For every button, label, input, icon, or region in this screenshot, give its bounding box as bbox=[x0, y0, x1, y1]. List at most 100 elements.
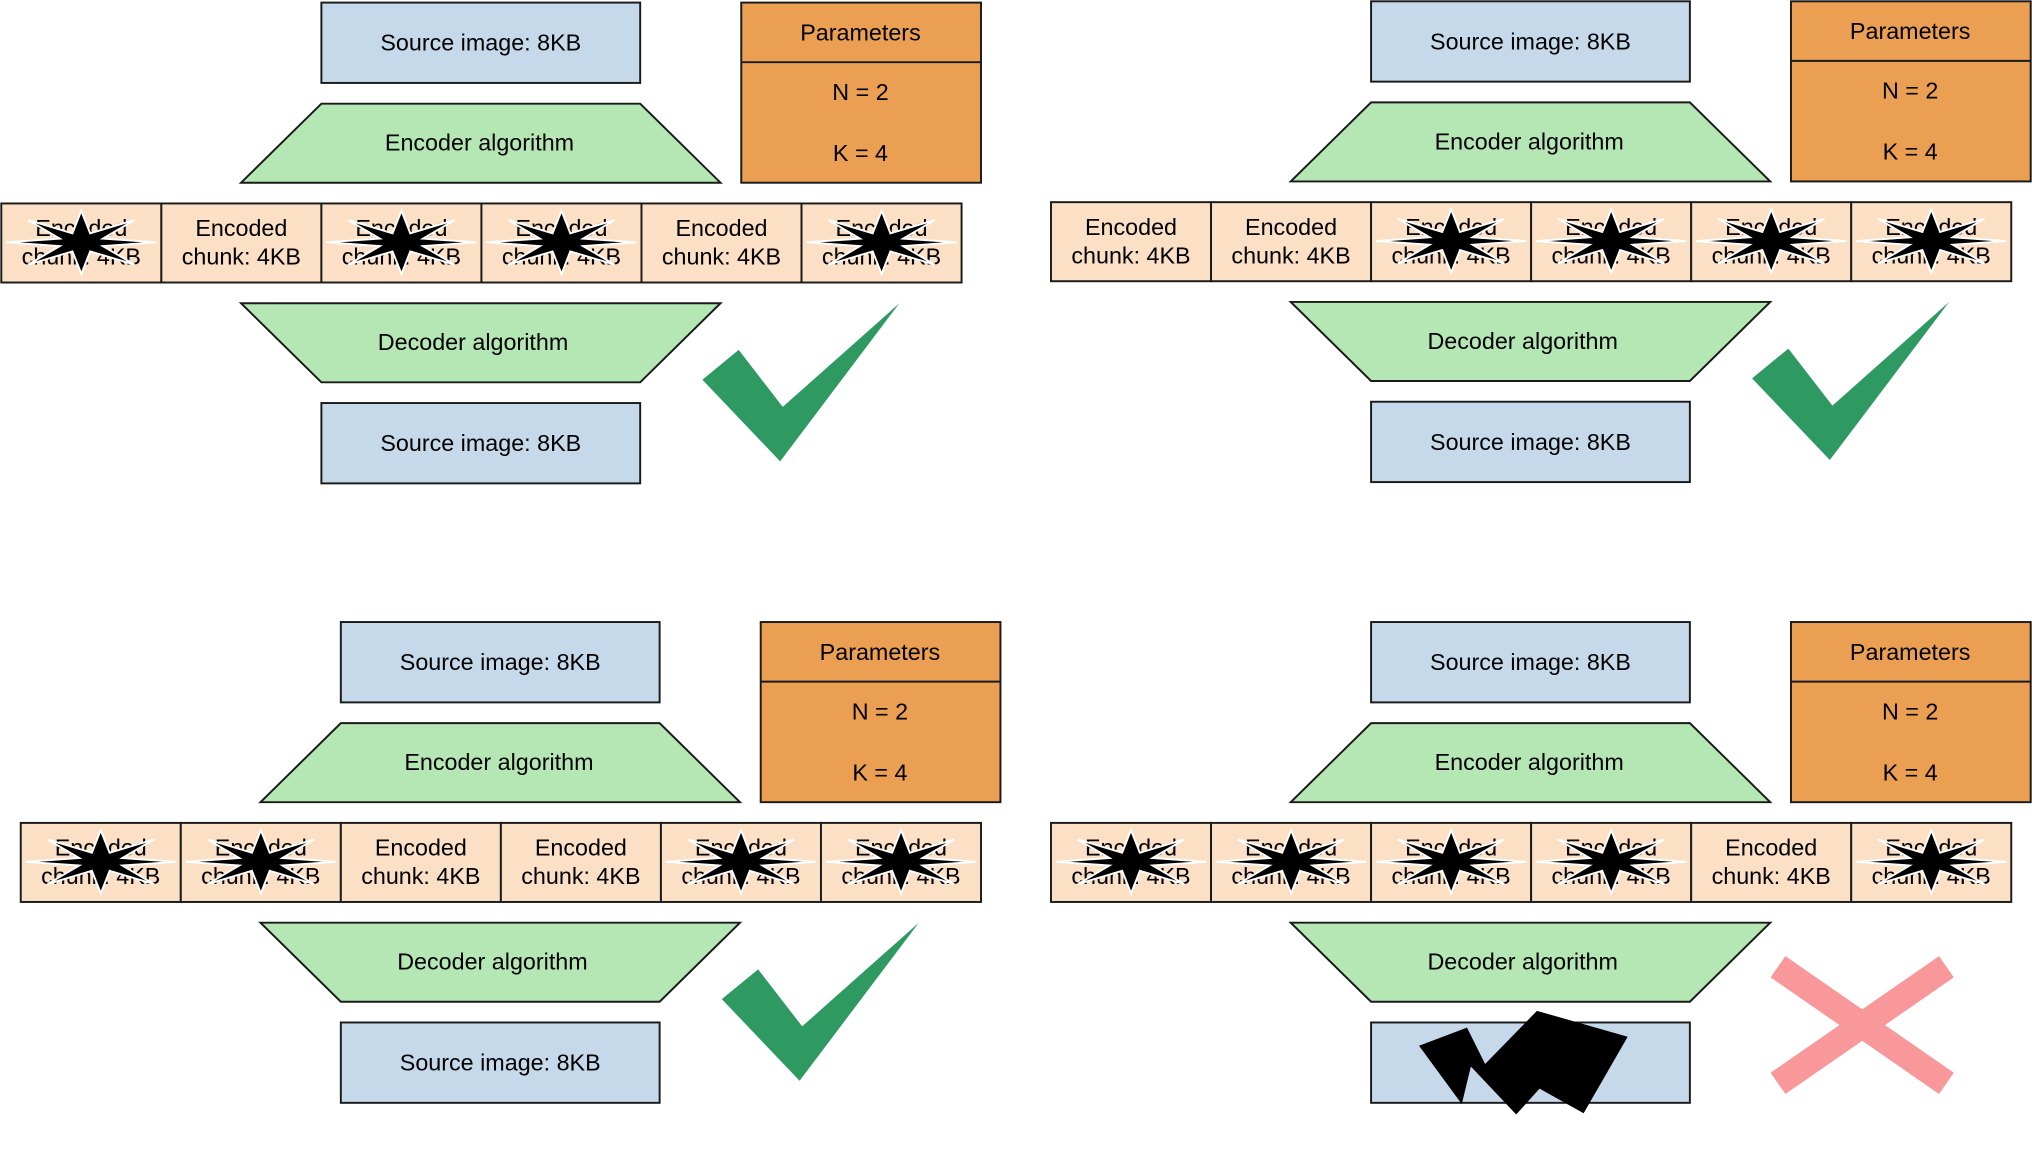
encoded-chunk: Encoded chunk: 4KB bbox=[160, 202, 323, 284]
checkmark-icon bbox=[702, 303, 900, 462]
chunk-label-line2: chunk: 4KB bbox=[1071, 242, 1190, 268]
chunk-label-line2: chunk: 4KB bbox=[361, 863, 480, 889]
encoder-label: Encoder algorithm bbox=[385, 130, 574, 156]
source-image-box bbox=[339, 621, 661, 704]
parameter-k: K = 4 bbox=[1883, 759, 1938, 785]
chunk-box bbox=[160, 202, 323, 284]
encoder-label: Encoder algorithm bbox=[404, 749, 593, 775]
cross-stroke-2 bbox=[1770, 956, 1954, 1095]
checkmark-icon bbox=[1752, 301, 1950, 461]
chunk-label-line2: chunk: 4KB bbox=[662, 244, 781, 270]
encoder-label: Encoder algorithm bbox=[1435, 128, 1624, 154]
chunk-box bbox=[339, 821, 502, 903]
decoder-label: Decoder algorithm bbox=[1427, 328, 1617, 354]
decoder-shape bbox=[1288, 300, 1773, 382]
chunk-label-line2: chunk: 4KB bbox=[182, 244, 301, 270]
chunk-label-line1: Encoded bbox=[375, 835, 467, 861]
chunk-label-line1: Encoded bbox=[1245, 214, 1337, 240]
chunk-label-line1: Encoded bbox=[1085, 214, 1177, 240]
source-image-box bbox=[320, 1, 642, 84]
parameters-box bbox=[1789, 0, 2032, 183]
damage-burst-icon bbox=[6, 208, 157, 277]
encoder-shape bbox=[1288, 101, 1773, 183]
damage-burst-icon bbox=[1535, 206, 1687, 276]
damage-burst-icon bbox=[1696, 206, 1847, 276]
encoder-shape bbox=[1288, 722, 1773, 804]
damage-burst-icon bbox=[1375, 206, 1527, 276]
damage-burst-icon bbox=[806, 208, 957, 277]
damage-burst-icon bbox=[665, 827, 817, 897]
parameter-k: K = 4 bbox=[833, 140, 888, 166]
chunk-box bbox=[499, 821, 662, 903]
decoder-shape bbox=[258, 921, 743, 1003]
encoded-chunk: Encoded chunk: 4KB bbox=[640, 202, 803, 284]
decoder-shape bbox=[1288, 921, 1773, 1003]
chunk-label-line2: chunk: 4KB bbox=[521, 863, 640, 889]
output-image-label: Source image: 8KB bbox=[380, 430, 581, 456]
source-image-label: Source image: 8KB bbox=[380, 30, 581, 56]
chunk-label-line1: Encoded bbox=[1725, 835, 1817, 861]
source-image-label: Source image: 8KB bbox=[1430, 28, 1631, 54]
source-image-box bbox=[1370, 0, 1691, 83]
chunk-label-line1: Encoded bbox=[195, 215, 287, 241]
damage-burst-icon bbox=[1215, 827, 1367, 897]
parameters-title: Parameters bbox=[800, 19, 921, 45]
output-image-box bbox=[339, 1021, 661, 1104]
damage-burst-icon bbox=[1856, 206, 2007, 276]
damage-burst-icon bbox=[25, 827, 177, 897]
parameter-n: N = 2 bbox=[1882, 78, 1938, 104]
decoder-shape bbox=[238, 302, 723, 384]
parameters-box bbox=[740, 1, 982, 184]
source-image-box bbox=[1370, 621, 1691, 704]
parameters-title: Parameters bbox=[820, 639, 941, 665]
damage-burst-icon bbox=[486, 208, 637, 277]
damage-burst-icon bbox=[1055, 827, 1207, 897]
encoder-label: Encoder algorithm bbox=[1435, 749, 1624, 775]
chunk-label-line2: chunk: 4KB bbox=[1231, 242, 1350, 268]
damage-burst-icon bbox=[1856, 827, 2007, 897]
parameters-box bbox=[1789, 621, 2032, 804]
damage-burst-icon bbox=[326, 208, 477, 277]
cross-icon bbox=[1770, 956, 1954, 1095]
encoder-shape bbox=[238, 102, 723, 184]
decoder-label: Decoder algorithm bbox=[1427, 949, 1617, 975]
decoder-label: Decoder algorithm bbox=[378, 329, 568, 355]
parameters-title: Parameters bbox=[1850, 18, 1971, 44]
output-image-label: Source image: 8KB bbox=[1430, 429, 1631, 455]
damage-burst-icon bbox=[825, 827, 977, 897]
checkmark-icon bbox=[721, 922, 919, 1081]
chunk-label-line1: Encoded bbox=[675, 215, 767, 241]
chunk-label-line2: chunk: 4KB bbox=[1712, 863, 1831, 889]
encoder-shape bbox=[258, 722, 743, 804]
chunk-label-line1: Encoded bbox=[535, 835, 627, 861]
output-image-box bbox=[320, 402, 642, 485]
decoder-label: Decoder algorithm bbox=[397, 949, 587, 975]
corrupted-output-icon bbox=[1419, 1010, 1628, 1115]
chunk-box bbox=[1050, 201, 1213, 283]
